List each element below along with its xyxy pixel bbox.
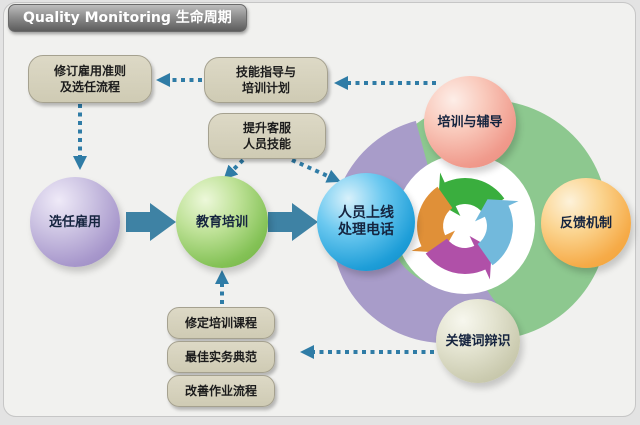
box-revise-courses-label: 修定培训课程 (184, 316, 257, 330)
box-improve-process-label: 改善作业流程 (184, 384, 257, 398)
flow-arrow-selection-to-training (126, 203, 176, 241)
sphere-training-label: 教育培训 (195, 214, 248, 230)
cycle-arrow-segment (475, 199, 519, 266)
box-skill-coaching: 技能指导与 培训计划 (204, 57, 328, 103)
flow-arrow-training-to-online (268, 203, 318, 241)
sphere-selection-label: 选任雇用 (48, 214, 101, 230)
box-revise-hiring: 修订雇用准则 及选任流程 (28, 55, 152, 103)
sphere-coaching-label: 培训与辅导 (437, 114, 503, 130)
sphere-keyword: 关键词辩识 (436, 299, 520, 383)
sphere-keyword-label: 关键词辩识 (445, 333, 511, 349)
page-title: Quality Monitoring 生命周期 (8, 4, 247, 32)
dotted-arrow-skills-to-online (291, 158, 341, 183)
box-revise-hiring-line1: 修订雇用准则 (53, 64, 126, 78)
cycle-white-ring (395, 154, 535, 294)
cycle-arrows-icon (411, 172, 519, 280)
sphere-feedback: 反馈机制 (541, 178, 631, 268)
box-revise-courses: 修定培训课程 (167, 307, 275, 339)
dotted-arrow-skills-to-training (223, 158, 245, 180)
sphere-coaching: 培训与辅导 (424, 76, 516, 168)
box-improve-skills: 提升客服 人员技能 (208, 113, 326, 159)
sphere-online: 人员上线 处理电话 (317, 173, 415, 271)
box-improve-skills-line2: 人员技能 (242, 137, 291, 151)
box-improve-process: 改善作业流程 (167, 375, 275, 407)
sphere-training: 教育培训 (176, 176, 268, 268)
box-skill-coaching-line1: 技能指导与 (235, 65, 296, 79)
sphere-selection: 选任雇用 (30, 177, 120, 267)
sphere-online-line2: 处理电话 (338, 222, 394, 238)
cycle-arrow-segment (425, 236, 492, 280)
box-improve-skills-line1: 提升客服 (242, 121, 291, 135)
sphere-online-line1: 人员上线 (338, 205, 394, 221)
box-best-practices-label: 最佳实务典范 (184, 350, 257, 364)
box-best-practices: 最佳实务典范 (167, 341, 275, 373)
sphere-feedback-label: 反馈机制 (559, 215, 612, 231)
box-revise-hiring-line2: 及选任流程 (59, 80, 120, 94)
box-skill-coaching-line2: 培训计划 (241, 81, 290, 95)
cycle-arrow-segment (411, 186, 455, 253)
